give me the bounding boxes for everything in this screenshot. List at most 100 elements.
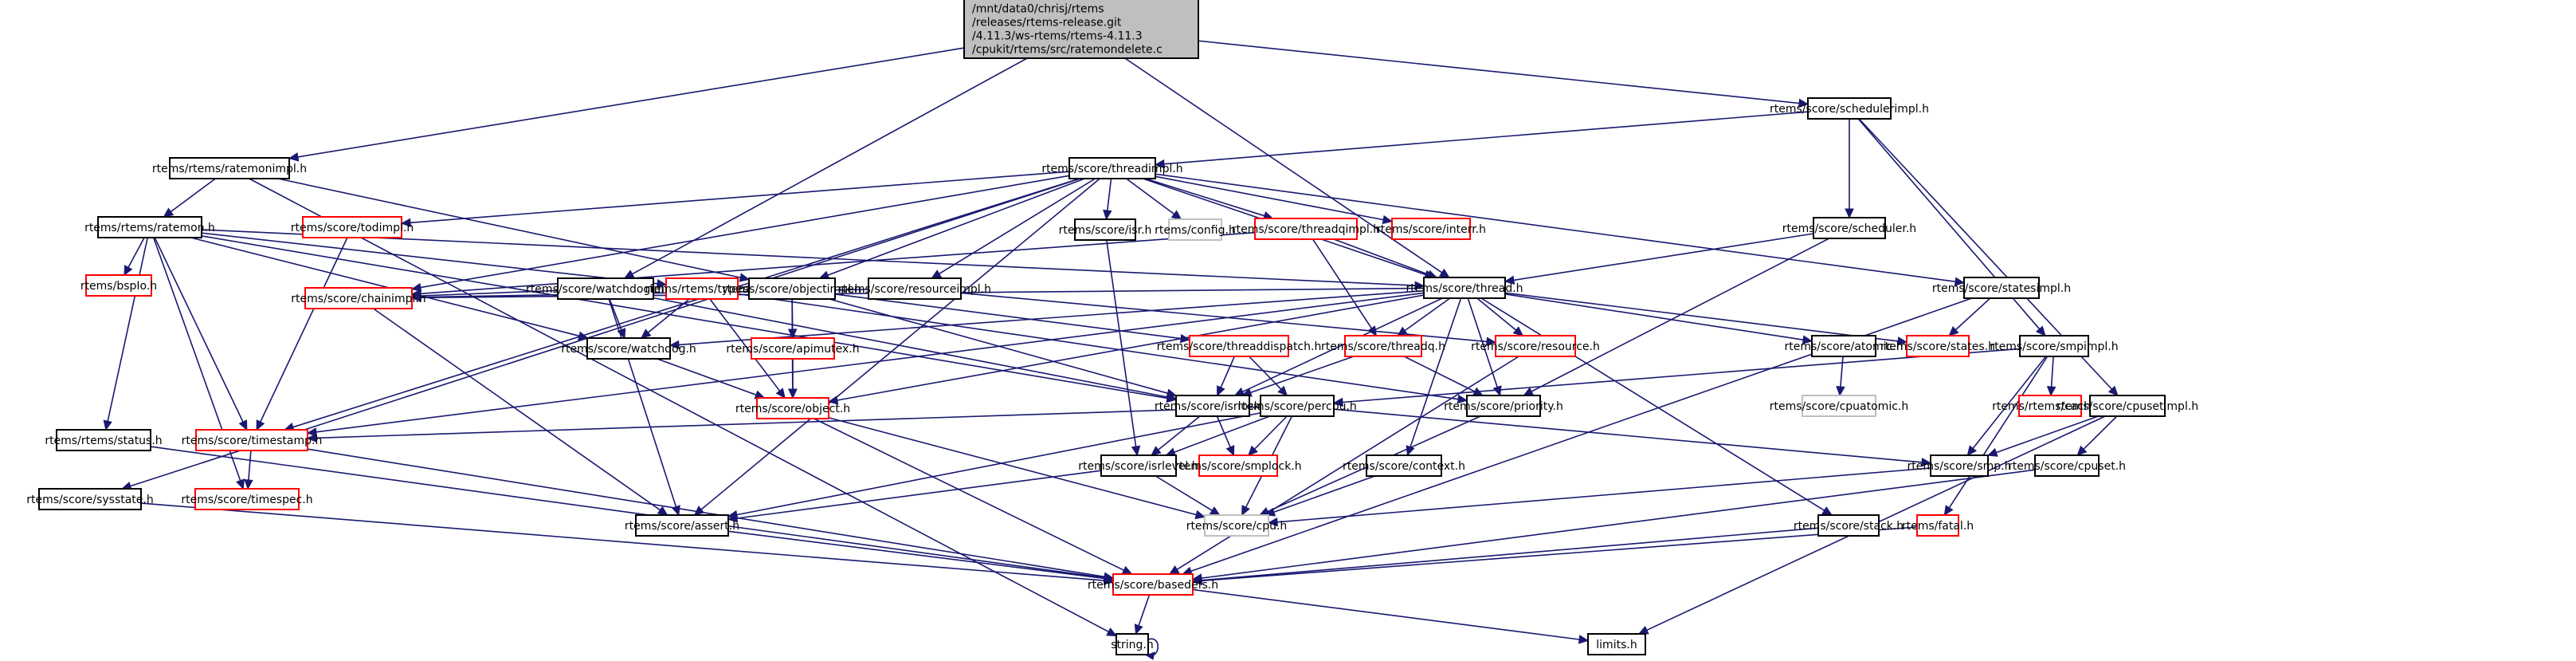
- edge-line: [632, 57, 1028, 275]
- node-root[interactable]: /mnt/data0/chrisj/rtems/releases/rtems-r…: [963, 0, 1199, 59]
- edge-threadimpl-to-todimpl: [400, 171, 1070, 228]
- node-stack[interactable]: rtems/score/stack.h: [1794, 514, 1904, 537]
- node-status[interactable]: rtems/rtems/status.h: [45, 429, 163, 451]
- node-percpu[interactable]: rtems/score/percpu.h: [1237, 395, 1357, 417]
- edge-line: [316, 406, 1261, 439]
- arrowhead-icon: [1217, 385, 1225, 397]
- node-label: rtems/score/states.h: [1880, 340, 1995, 353]
- node-watchdogimpl[interactable]: rtems/score/watchdogimpl.h: [526, 277, 685, 300]
- node-box: [302, 216, 402, 238]
- node-cpusetimpl[interactable]: rtems/score/cpusetimpl.h: [2056, 395, 2198, 417]
- edge-threadimpl-to-config: [1126, 178, 1182, 220]
- node-apimutex[interactable]: rtems/score/apimutex.h: [726, 337, 860, 360]
- node-smpimpl[interactable]: rtems/score/smpimpl.h: [1990, 335, 2119, 357]
- node-todimpl[interactable]: rtems/score/todimpl.h: [291, 216, 414, 238]
- node-ratemon[interactable]: rtems/rtems/ratemon.h: [84, 216, 215, 238]
- edge-root-to-schedulerimpl: [1198, 40, 1809, 108]
- node-types[interactable]: rtems/rtems/types.h: [645, 277, 759, 300]
- edge-watchdogimpl-to-watchdog: [609, 298, 626, 340]
- node-context[interactable]: rtems/score/context.h: [1343, 454, 1465, 477]
- arrowhead-icon: [306, 433, 317, 443]
- node-sysstate[interactable]: rtems/score/sysstate.h: [26, 488, 154, 510]
- edge-smp-to-cpu: [1267, 467, 1931, 527]
- node-limits[interactable]: limits.h: [1587, 633, 1646, 655]
- node-isrlock[interactable]: rtems/score/isrlock.h: [1155, 395, 1271, 417]
- node-isr[interactable]: rtems/score/isr.h: [1059, 218, 1152, 241]
- node-watchdog[interactable]: rtems/score/watchdog.h: [561, 337, 696, 360]
- node-ratemonimpl[interactable]: rtems/rtems/ratemonimpl.h: [152, 157, 307, 179]
- node-objectimpl[interactable]: rtems/score/objectimpl.h: [723, 277, 862, 300]
- edge-schedulerimpl-to-threadimpl: [1154, 111, 1809, 169]
- node-fatal[interactable]: rtems/fatal.h: [1902, 514, 1974, 537]
- node-atomic[interactable]: rtems/score/atomic.h: [1784, 335, 1904, 357]
- arrowhead-icon: [1154, 159, 1165, 169]
- edge-schedulerimpl-to-scheduler: [1845, 119, 1854, 219]
- edge-timestamp-to-timespec: [244, 450, 253, 490]
- node-states[interactable]: rtems/score/states.h: [1880, 335, 1995, 357]
- node-threadq[interactable]: rtems/score/threadq.h: [1321, 335, 1445, 357]
- node-thread[interactable]: rtems/score/thread.h: [1406, 277, 1523, 299]
- edge-line: [1955, 297, 1991, 331]
- edge-threaddispatch-to-percpu: [1249, 356, 1288, 396]
- edge-line: [297, 47, 965, 158]
- edge-smpimpl-to-cache: [2046, 356, 2056, 397]
- node-cache[interactable]: rtems/rtems/cache.h: [1992, 395, 2108, 417]
- node-threadqimpl[interactable]: rtems/score/threadqimpl.h: [1232, 218, 1380, 240]
- arrowhead-icon: [1836, 386, 1845, 397]
- node-cpuatomic[interactable]: rtems/score/cpuatomic.h: [1770, 395, 1908, 417]
- node-smp[interactable]: rtems/score/smp.h: [1907, 454, 2012, 477]
- arrowhead-icon: [244, 479, 253, 490]
- node-statesimpl[interactable]: rtems/score/statesimpl.h: [1932, 277, 2071, 299]
- node-string[interactable]: string.h: [1111, 633, 1154, 655]
- node-box: [1112, 573, 1194, 596]
- edge-line: [1220, 356, 1236, 388]
- edge-line: [1273, 475, 1375, 513]
- node-threaddispatch[interactable]: rtems/score/threaddispatch.h: [1157, 335, 1322, 357]
- node-box: [1254, 218, 1358, 240]
- edge-thread-to-atomic: [1504, 293, 1813, 344]
- edge-line: [1254, 415, 1288, 450]
- node-cpu[interactable]: rtems/score/cpu.h: [1186, 514, 1288, 537]
- edge-isrlevel-to-cpu: [1155, 475, 1221, 516]
- edge-line: [292, 178, 1080, 428]
- node-isrlevel[interactable]: rtems/score/isrlevel.h: [1078, 454, 1199, 477]
- node-config[interactable]: rtems/config.h: [1155, 218, 1236, 241]
- node-threadimpl[interactable]: rtems/score/threadimpl.h: [1041, 157, 1183, 179]
- node-box: [748, 277, 836, 300]
- node-box: [2019, 335, 2089, 357]
- arrowhead-icon: [1247, 445, 1259, 456]
- node-label: rtems/score/cpuset.h: [2008, 460, 2126, 473]
- edge-line: [1513, 233, 1814, 281]
- node-cpuset[interactable]: rtems/score/cpuset.h: [2008, 454, 2126, 477]
- edge-basedefs-to-string: [1134, 594, 1151, 635]
- edge-line: [201, 232, 658, 285]
- node-chainimpl[interactable]: rtems/score/chainimpl.h: [291, 287, 426, 309]
- node-basedefs[interactable]: rtems/score/basedefs.h: [1088, 573, 1218, 596]
- node-label: /mnt/data0/chrisj/rtems: [972, 3, 1104, 16]
- edge-types-to-watchdog: [640, 298, 690, 339]
- node-timestamp[interactable]: rtems/score/timestamp.h: [182, 429, 323, 451]
- node-resourceimpl[interactable]: rtems/score/resourceimpl.h: [838, 277, 991, 300]
- node-assert[interactable]: rtems/score/assert.h: [625, 514, 739, 537]
- node-box: [1260, 395, 1335, 417]
- edge-statesimpl-to-states: [1948, 297, 1991, 336]
- node-timespec[interactable]: rtems/score/timespec.h: [181, 488, 313, 510]
- node-object[interactable]: rtems/score/object.h: [735, 397, 850, 419]
- edge-line: [814, 418, 1124, 571]
- node-schedulerimpl[interactable]: rtems/score/schedulerimpl.h: [1770, 97, 1929, 120]
- edge-todimpl-to-timestamp: [256, 237, 348, 431]
- arrowhead-icon: [1512, 326, 1524, 336]
- node-label: rtems/score/statesimpl.h: [1932, 282, 2071, 295]
- node-box: [97, 216, 202, 238]
- node-scheduler[interactable]: rtems/score/scheduler.h: [1782, 217, 1916, 239]
- node-bspio[interactable]: rtems/bspIo.h: [80, 274, 157, 297]
- node-label: /4.11.3/ws-rtems/rtems-4.11.3: [972, 30, 1143, 43]
- node-interr[interactable]: rtems/score/interr.h: [1376, 218, 1486, 240]
- node-box: [1802, 395, 1876, 417]
- node-box: [304, 287, 413, 309]
- edge-line: [2083, 415, 2118, 450]
- arrowhead-icon: [1267, 517, 1278, 527]
- node-priority[interactable]: rtems/score/priority.h: [1444, 395, 1563, 417]
- node-resource[interactable]: rtems/score/resource.h: [1471, 335, 1600, 357]
- node-smplock[interactable]: rtems/score/smplock.h: [1174, 454, 1302, 477]
